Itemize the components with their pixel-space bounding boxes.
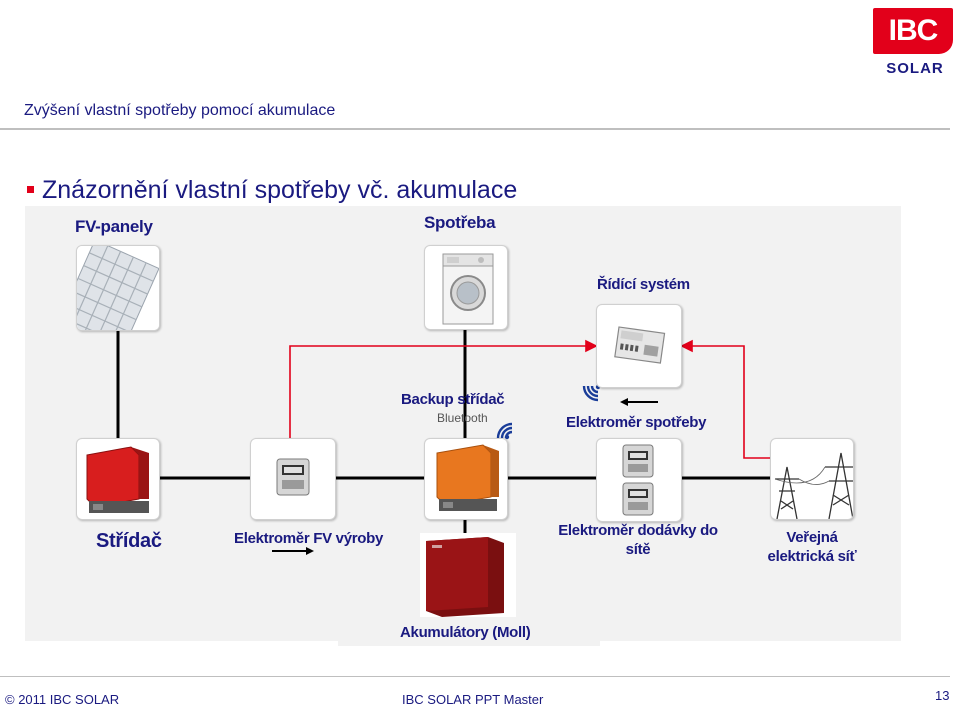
- footer-title: IBC SOLAR PPT Master: [402, 692, 544, 707]
- label-control-system: Řídící systém: [597, 276, 690, 293]
- label-consumption-meter: Elektroměr spotřeby: [566, 414, 707, 431]
- bullet-icon: [27, 186, 34, 193]
- grid-card: [770, 438, 854, 520]
- red-arrow-head-right: [681, 339, 693, 353]
- power-pylon-icon: [774, 452, 853, 519]
- label-feed-meter-line2: sítě: [625, 541, 651, 558]
- pv-meter-icon: [276, 458, 310, 496]
- footer-copyright: © 2011 IBC SOLAR: [5, 692, 120, 707]
- red-arrow-head-left: [585, 339, 597, 353]
- label-batteries: Akumulátory (Moll): [400, 624, 531, 641]
- diagram-panel-extension: [338, 634, 600, 646]
- logo-ibc-text: IBC: [873, 8, 953, 54]
- label-pv-panels: FV-panely: [75, 217, 153, 236]
- meter-pair-card: [596, 438, 682, 522]
- pv-meter-card: [250, 438, 336, 520]
- ibc-solar-logo: IBC SOLAR: [873, 8, 953, 78]
- pv-panel-card: [76, 245, 160, 331]
- label-pv-meter: Elektroměr FV výroby: [234, 530, 384, 547]
- red-line-right: [682, 345, 770, 459]
- label-backup-inverter: Backup střídač: [401, 391, 505, 408]
- header-divider: [0, 128, 950, 130]
- footer-divider: [0, 676, 950, 677]
- label-inverter: Střídač: [96, 530, 162, 552]
- slide-header-title: Zvýšení vlastní spotřeby pomocí akumulac…: [24, 102, 336, 119]
- backup-inverter-icon: [436, 444, 499, 511]
- control-system-card: [596, 304, 682, 388]
- label-feed-meter-line1: Elektroměr dodávky do: [558, 522, 718, 539]
- controller-device-icon: [614, 326, 666, 364]
- battery-cabinet-icon: [420, 533, 516, 617]
- arrow-consumption-meter-head: [620, 398, 628, 406]
- label-grid-line1: Veřejná: [786, 529, 838, 546]
- page-number: 13: [935, 688, 950, 703]
- inverter-icon: [86, 446, 149, 513]
- electricity-meter-icons: [622, 444, 654, 516]
- solar-panel-icon: [77, 246, 159, 330]
- logo-solar-text: SOLAR: [886, 60, 944, 77]
- label-bluetooth: Bluetooth: [437, 411, 488, 425]
- battery-cabinet: [420, 533, 516, 617]
- inverter-card: [76, 438, 160, 520]
- consumption-card: [424, 245, 508, 330]
- backup-inverter-card: [424, 438, 508, 520]
- label-grid-line2: elektrická síť: [767, 548, 857, 565]
- arrow-pv-meter-head: [306, 547, 314, 555]
- label-consumption: Spotřeba: [424, 213, 496, 232]
- wireless-icon-backup: [496, 422, 513, 439]
- wireless-icon-control: [582, 385, 599, 402]
- slide-subtitle: Znázornění vlastní spotřeby vč. akumulac…: [42, 176, 518, 204]
- red-line-left: [289, 345, 596, 458]
- washing-machine-icon: [442, 253, 494, 325]
